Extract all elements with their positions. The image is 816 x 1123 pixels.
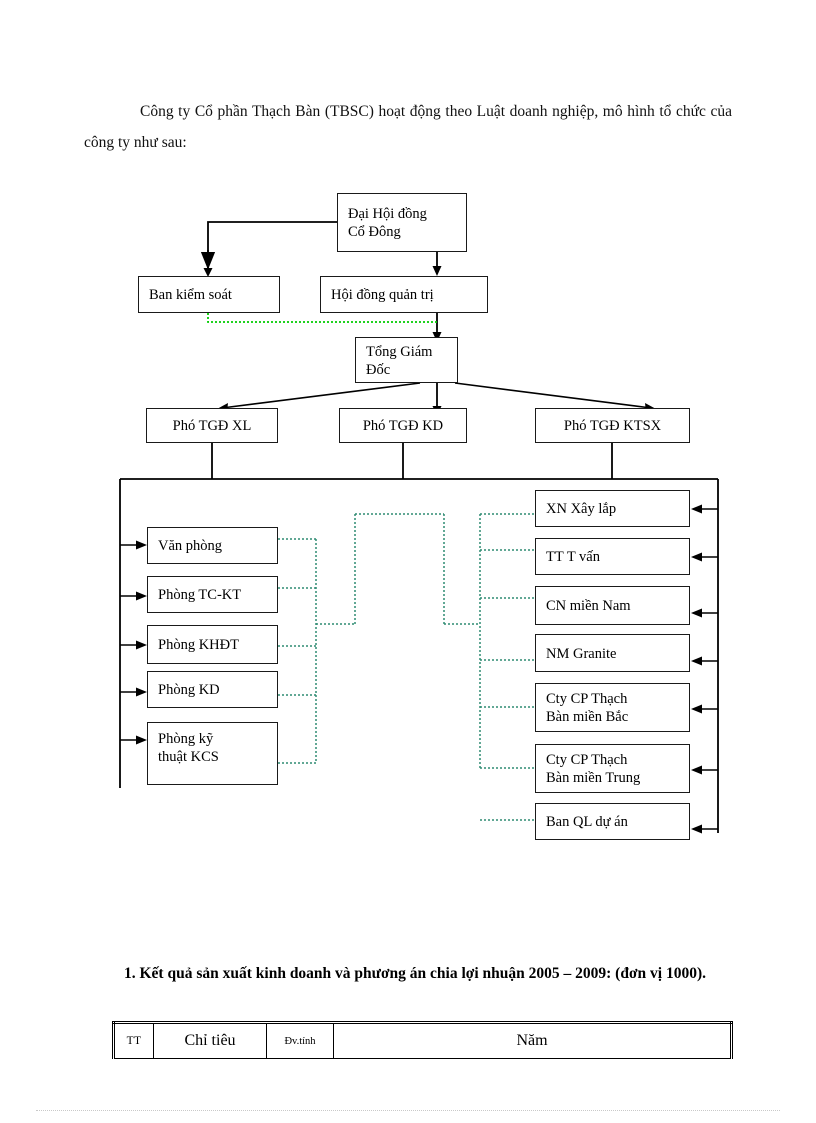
table-header-chi-tieu: Chỉ tiêu	[153, 1021, 267, 1059]
intro-paragraph-text: Công ty Cổ phần Thạch Bàn (TBSC) hoạt độ…	[84, 103, 732, 151]
node-assembly[interactable]: Đại Hội đồng Cổ Đông	[337, 193, 467, 252]
node-unit-cty-cp-thach-ban-mien-trung[interactable]: Cty CP Thạch Bàn miền Trung	[535, 744, 690, 793]
node-general-director[interactable]: Tổng Giám Đốc	[355, 337, 458, 383]
node-unit-xn-xay-lap[interactable]: XN Xây lắp	[535, 490, 690, 527]
node-department-phong-tc-kt[interactable]: Phòng TC-KT	[147, 576, 278, 613]
table-header-tt: TT	[112, 1021, 154, 1059]
table-header-nam: Năm	[333, 1021, 733, 1059]
node-deputy-xl[interactable]: Phó TGĐ XL	[146, 408, 278, 443]
section-heading: 1. Kết quả sản xuất kinh doanh và phương…	[84, 962, 734, 986]
node-department-phong-kd[interactable]: Phòng KD	[147, 671, 278, 708]
node-unit-ban-ql-du-an[interactable]: Ban QL dự án	[535, 803, 690, 840]
table-header-dv-tinh: Đv.tính	[266, 1021, 334, 1059]
results-table: TT Chỉ tiêu Đv.tính Năm	[112, 1021, 733, 1059]
intro-paragraph: Công ty Cổ phần Thạch Bàn (TBSC) hoạt độ…	[84, 96, 732, 158]
node-department-van-phong[interactable]: Văn phòng	[147, 527, 278, 564]
node-unit-tt-tu-van[interactable]: TT T vấn	[535, 538, 690, 575]
section-heading-text: Kết quả sản xuất kinh doanh và phương án…	[139, 965, 707, 982]
node-deputy-ktsx[interactable]: Phó TGĐ KTSX	[535, 408, 690, 443]
section-heading-number: 1.	[124, 965, 136, 982]
node-unit-nm-granite[interactable]: NM Granite	[535, 634, 690, 672]
node-unit-cty-cp-thach-ban-mien-bac[interactable]: Cty CP Thạch Bàn miền Bắc	[535, 683, 690, 732]
node-unit-cn-mien-nam[interactable]: CN miền Nam	[535, 586, 690, 625]
page-bottom-rule	[36, 1110, 780, 1111]
node-department-phong-ky-thuat-kcs[interactable]: Phòng kỹ thuật KCS	[147, 722, 278, 785]
table-header-row: TT Chỉ tiêu Đv.tính Năm	[112, 1021, 733, 1059]
node-department-phong-khdt[interactable]: Phòng KHĐT	[147, 625, 278, 664]
node-deputy-kd[interactable]: Phó TGĐ KD	[339, 408, 467, 443]
node-supervisory-board[interactable]: Ban kiểm soát	[138, 276, 280, 313]
node-board-of-directors[interactable]: Hội đồng quản trị	[320, 276, 488, 313]
